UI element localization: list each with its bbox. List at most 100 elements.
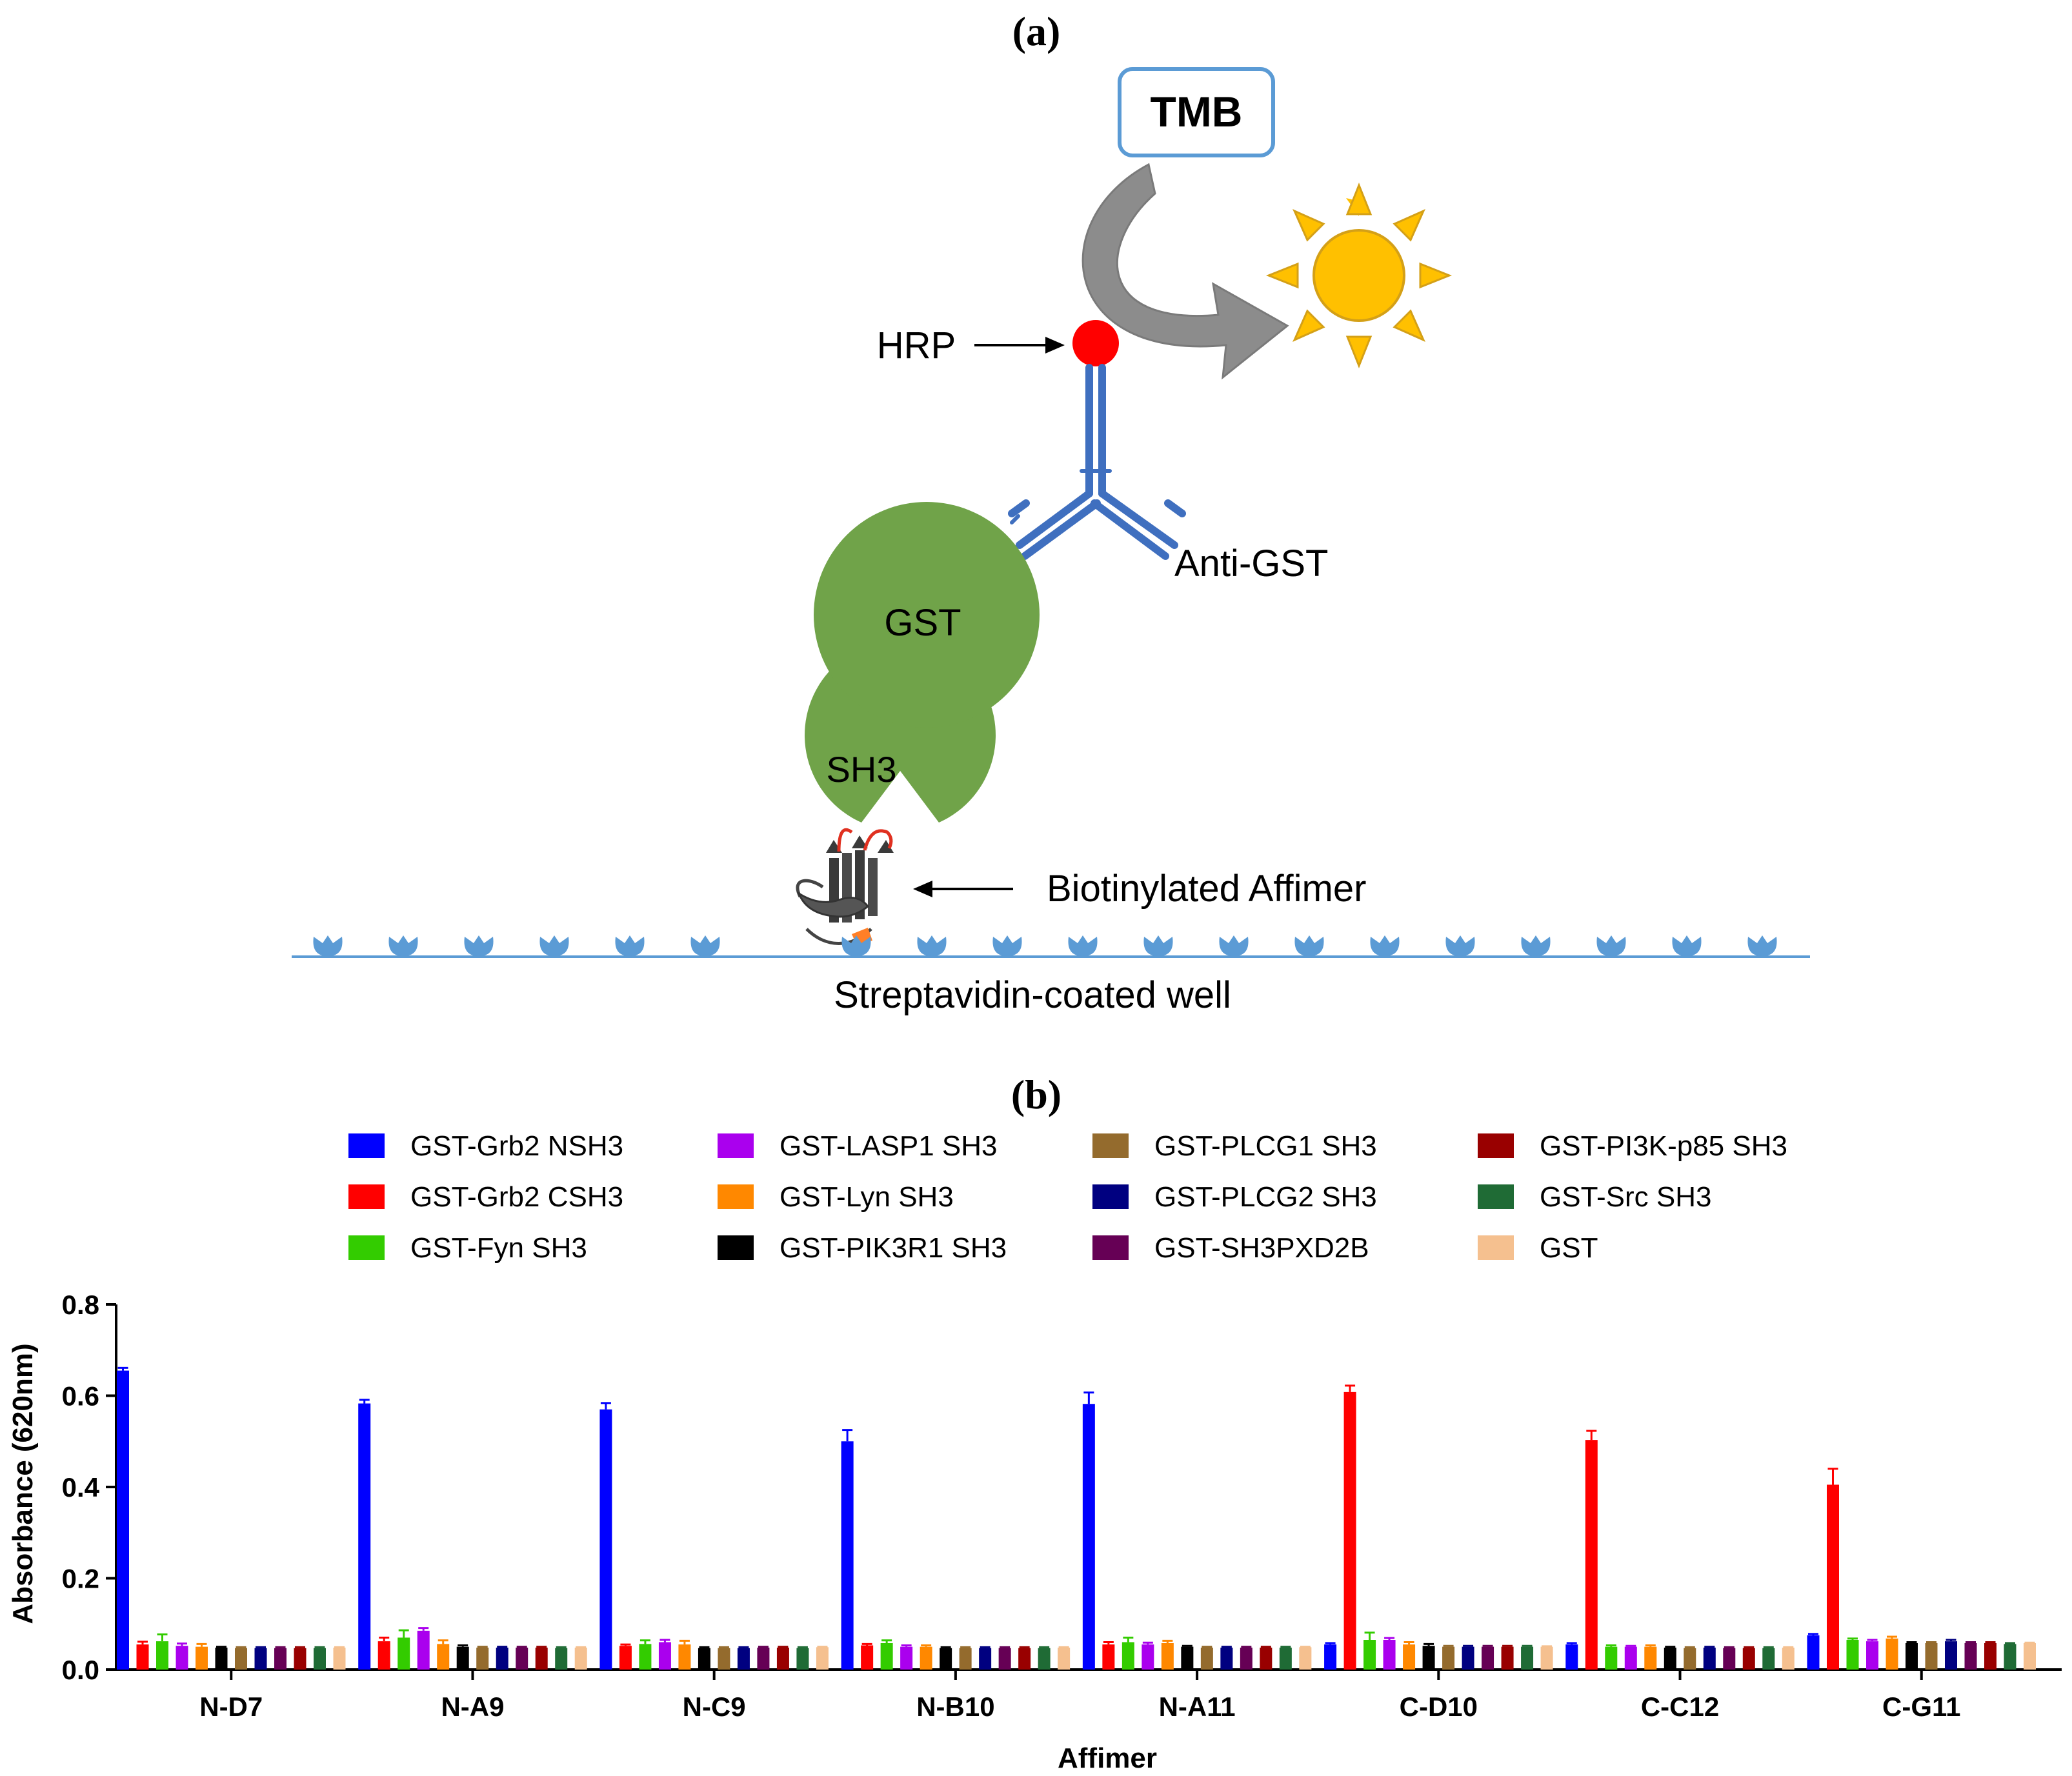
bar — [1422, 1646, 1435, 1670]
streptavidin-icon — [539, 935, 569, 956]
streptavidin-icon — [992, 935, 1022, 956]
bar — [1324, 1644, 1337, 1670]
bar — [1260, 1648, 1272, 1670]
bar — [1723, 1648, 1736, 1670]
bar — [1181, 1646, 1194, 1670]
bar — [757, 1648, 770, 1670]
antibody-arms — [1008, 499, 1186, 517]
bar — [333, 1648, 346, 1670]
bar — [1984, 1642, 1997, 1670]
anti-gst-label: Anti-GST — [1174, 543, 1329, 584]
bar — [1501, 1646, 1514, 1670]
legend-swatch — [1092, 1133, 1129, 1158]
panel-a-label: (a) — [1012, 8, 1061, 54]
streptavidin-icon — [1370, 935, 1400, 956]
bar — [2004, 1644, 2017, 1670]
bar — [940, 1648, 952, 1670]
bar — [1684, 1648, 1696, 1670]
bar — [920, 1646, 932, 1670]
legend-label: GST-PLCG1 SH3 — [1154, 1130, 1377, 1162]
bar — [1200, 1648, 1213, 1670]
bar — [1925, 1642, 1938, 1670]
x-tick-label: C-C12 — [1641, 1691, 1719, 1722]
x-tick-label: C-D10 — [1400, 1691, 1478, 1722]
bar — [1540, 1646, 1553, 1670]
streptavidin-icon — [690, 935, 720, 956]
bar — [476, 1648, 489, 1670]
well-label: Streptavidin-coated well — [834, 974, 1231, 1016]
y-tick-label: 0.8 — [62, 1290, 99, 1320]
y-tick-label: 0.0 — [62, 1655, 99, 1685]
y-axis-title: Absorbance (620nm) — [7, 1343, 39, 1624]
streptavidin-icon — [1068, 935, 1098, 956]
bars — [117, 1366, 2036, 1670]
bar — [1827, 1484, 1839, 1670]
bar — [397, 1637, 410, 1670]
bar — [516, 1648, 528, 1670]
bar — [796, 1648, 809, 1670]
bar — [1220, 1648, 1233, 1670]
legend-swatch — [718, 1235, 754, 1260]
bar — [117, 1370, 129, 1670]
bar — [1624, 1646, 1637, 1670]
bar — [698, 1648, 710, 1670]
bar — [235, 1648, 247, 1670]
panel-a: (a) TMB HRP — [292, 8, 1810, 1016]
legend-swatch — [348, 1235, 385, 1260]
bar — [619, 1646, 632, 1670]
bar — [998, 1648, 1011, 1670]
streptavidin-row — [313, 935, 1777, 956]
legend-swatch — [718, 1133, 754, 1158]
bar — [1846, 1640, 1859, 1670]
bar — [294, 1648, 307, 1670]
bar — [156, 1641, 168, 1670]
streptavidin-icon — [841, 935, 871, 956]
bar — [1585, 1440, 1598, 1670]
bar — [959, 1648, 972, 1670]
x-tick-label: N-A11 — [1159, 1691, 1236, 1722]
x-tick-label: N-C9 — [683, 1691, 746, 1722]
hrp-label: HRP — [877, 324, 956, 366]
legend-label: GST-Grb2 NSH3 — [410, 1130, 623, 1162]
bar — [456, 1646, 469, 1670]
bar — [555, 1648, 568, 1670]
bar — [1343, 1392, 1356, 1670]
y-tick-label: 0.6 — [62, 1381, 99, 1412]
streptavidin-icon — [1672, 935, 1702, 956]
bar — [900, 1646, 913, 1670]
bar — [776, 1648, 789, 1670]
legend-swatch — [348, 1133, 385, 1158]
streptavidin-icon — [1747, 935, 1777, 956]
affimer-structure — [796, 828, 894, 946]
bar — [678, 1644, 691, 1670]
bar — [1807, 1635, 1820, 1670]
bar — [1462, 1646, 1474, 1670]
bar — [880, 1642, 893, 1670]
affimer-label: Biotinylated Affimer — [1047, 868, 1366, 910]
x-tick-label: N-B10 — [916, 1691, 994, 1722]
bar — [1018, 1648, 1031, 1670]
y-axis: 0.00.20.40.60.8 — [62, 1290, 117, 1685]
bar — [599, 1409, 612, 1670]
bar — [1866, 1641, 1878, 1670]
bar — [1363, 1640, 1376, 1670]
legend-swatch — [1478, 1133, 1514, 1158]
bar — [1142, 1644, 1154, 1670]
bar — [1161, 1642, 1174, 1670]
bar — [196, 1646, 208, 1670]
streptavidin-icon — [313, 935, 343, 956]
bar — [215, 1648, 228, 1670]
legend-swatch — [1092, 1235, 1129, 1260]
bar — [1279, 1648, 1292, 1670]
conversion-arrow — [1081, 163, 1289, 380]
bar — [861, 1645, 874, 1670]
streptavidin-icon — [1596, 935, 1626, 956]
bar — [377, 1641, 390, 1670]
bar — [254, 1648, 267, 1670]
bar — [1565, 1644, 1578, 1670]
bar — [574, 1648, 587, 1670]
streptavidin-icon — [388, 935, 418, 956]
